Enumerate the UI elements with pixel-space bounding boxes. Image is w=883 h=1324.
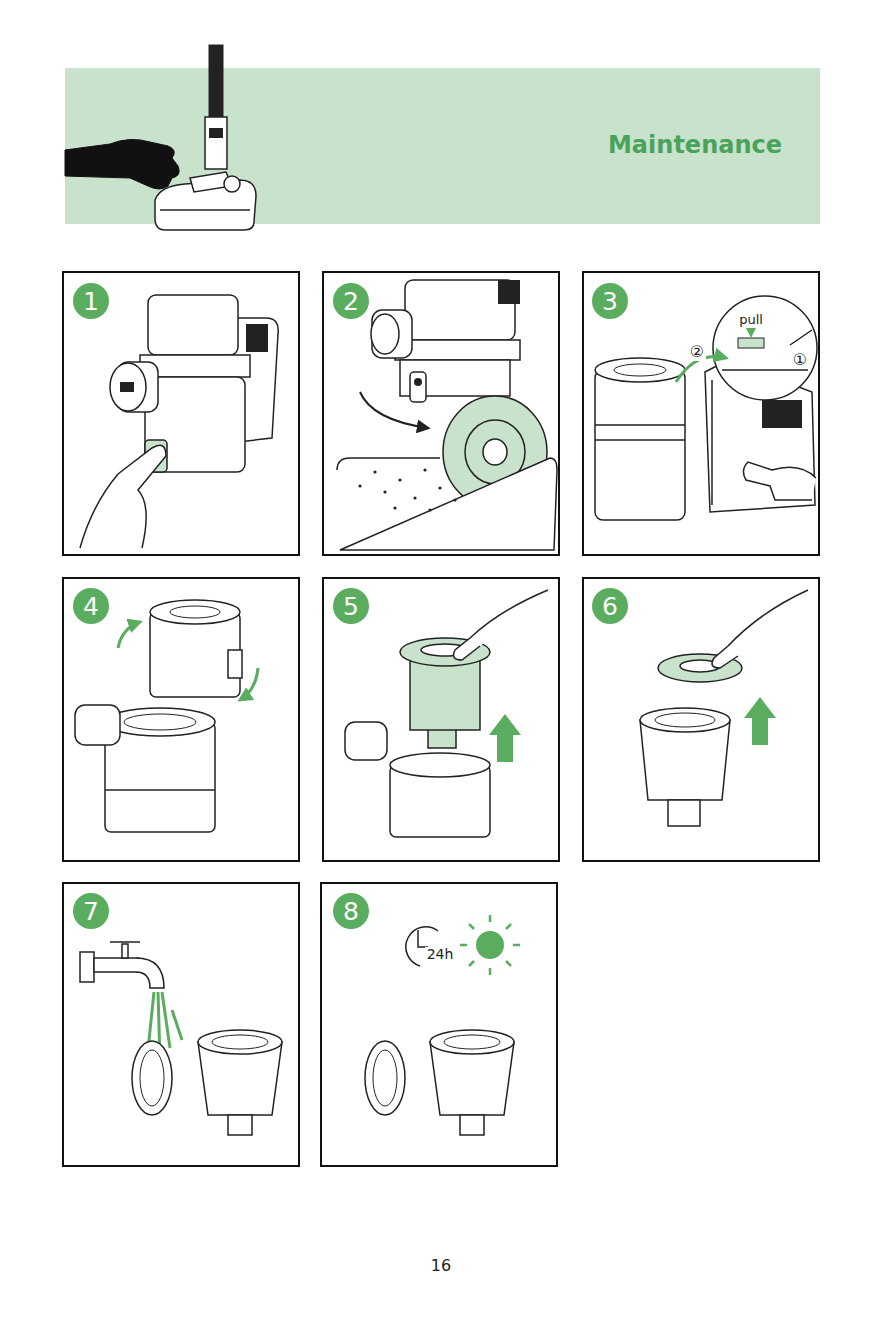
header-figure — [65, 45, 256, 230]
step-number: 5 — [333, 588, 369, 624]
section-title: Maintenance — [608, 131, 782, 159]
vacuum-release-figure — [80, 295, 278, 548]
step-number-text: 7 — [83, 899, 99, 924]
step-number: 2 — [333, 283, 369, 319]
dry-figure — [365, 915, 520, 1135]
header-band: Maintenance — [65, 68, 820, 224]
page-number: 16 — [429, 1257, 453, 1275]
filter-lift-figure — [345, 590, 548, 837]
step-number: 3 — [592, 283, 628, 319]
panel-frame — [63, 272, 819, 1166]
step-number: 1 — [73, 283, 109, 319]
step-number-text: 3 — [602, 289, 618, 314]
step-number-text: 2 — [343, 289, 359, 314]
callout-number: ① — [791, 351, 809, 369]
step-number: 8 — [333, 893, 369, 929]
step-number: 7 — [73, 893, 109, 929]
mesh-filter-lift-figure — [640, 590, 808, 826]
step-number-text: 5 — [343, 594, 359, 619]
step-number: 6 — [592, 588, 628, 624]
step-number-text: 8 — [343, 899, 359, 924]
handle-release-figure — [595, 296, 817, 520]
tab-label: pull — [737, 313, 765, 327]
cyclone-separate-figure — [75, 600, 258, 832]
time-label: 24h — [425, 947, 456, 962]
step-number: 4 — [73, 588, 109, 624]
step-number-text: 1 — [83, 289, 99, 314]
step-number-text: 4 — [83, 594, 99, 619]
callout-number: ② — [688, 343, 706, 361]
step-number-text: 6 — [602, 594, 618, 619]
bin-empty-figure — [337, 280, 557, 550]
wash-figure — [80, 942, 282, 1135]
